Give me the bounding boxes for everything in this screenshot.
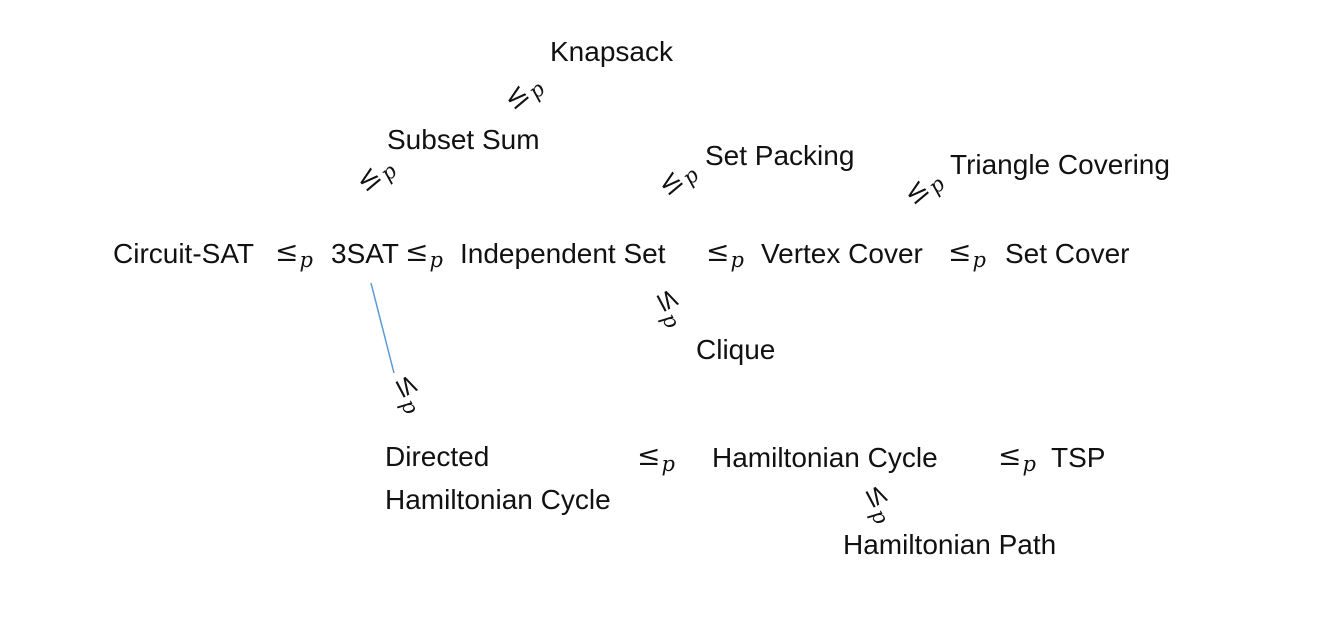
node-circuit-sat: Circuit-SAT <box>113 238 255 269</box>
reduction-independent-set-to-set-packing: ≤p <box>651 155 704 202</box>
reduction-subset-sum-to-knapsack: ≤p <box>497 69 550 116</box>
reduction-3sat-to-independent-set: ≤p <box>405 235 443 271</box>
node-subset-sum: Subset Sum <box>387 124 540 155</box>
node-clique: Clique <box>696 334 776 365</box>
node-set-cover: Set Cover <box>1005 238 1130 269</box>
node-directed-hamiltonian-cycle: Directed Hamiltonian Cycle <box>385 441 611 515</box>
node-independent-set: Independent Set <box>460 238 666 269</box>
reduction-hc-to-hamiltonian-path: ≤p <box>858 477 903 528</box>
p-subscript: p <box>730 248 744 272</box>
reduction-vertex-cover-to-set-cover: ≤p <box>948 235 986 271</box>
node-vertex-cover: Vertex Cover <box>761 238 923 269</box>
node-hamiltonian-path: Hamiltonian Path <box>843 529 1057 560</box>
node-triangle-covering: Triangle Covering <box>950 149 1170 180</box>
node-knapsack: Knapsack <box>550 36 673 67</box>
node-hamiltonian-cycle: Hamiltonian Cycle <box>712 442 938 473</box>
reduction-directed-hc-to-hc: ≤p <box>637 439 675 475</box>
leq-symbol: ≤ <box>948 235 972 268</box>
leq-symbol: ≤ <box>405 235 429 268</box>
leq-symbol: ≤ <box>706 235 730 268</box>
leq-symbol: ≤ <box>637 439 661 472</box>
leq-symbol: ≤ <box>998 439 1022 472</box>
node-3sat: 3SAT <box>331 238 399 269</box>
reduction-hc-to-tsp: ≤p <box>998 439 1036 475</box>
node-set-packing: Set Packing <box>705 140 855 171</box>
p-subscript: p <box>661 452 675 476</box>
p-subscript: p <box>429 248 443 272</box>
reduction-3sat-to-directed-hc: ≤p <box>388 367 433 418</box>
p-subscript: p <box>1022 452 1036 476</box>
node-tsp: TSP <box>1051 442 1106 473</box>
reduction-3sat-to-subset-sum: ≤p <box>349 151 402 198</box>
leq-symbol: ≤ <box>275 235 299 268</box>
reduction-independent-set-to-clique: ≤p <box>649 281 694 332</box>
p-subscript: p <box>299 248 313 272</box>
reduction-circuit-sat-to-3sat: ≤p <box>275 235 313 271</box>
reduction-vertex-cover-to-triangle-covering: ≤p <box>897 164 950 211</box>
reduction-independent-set-to-vertex-cover: ≤p <box>706 235 744 271</box>
p-subscript: p <box>972 248 986 272</box>
